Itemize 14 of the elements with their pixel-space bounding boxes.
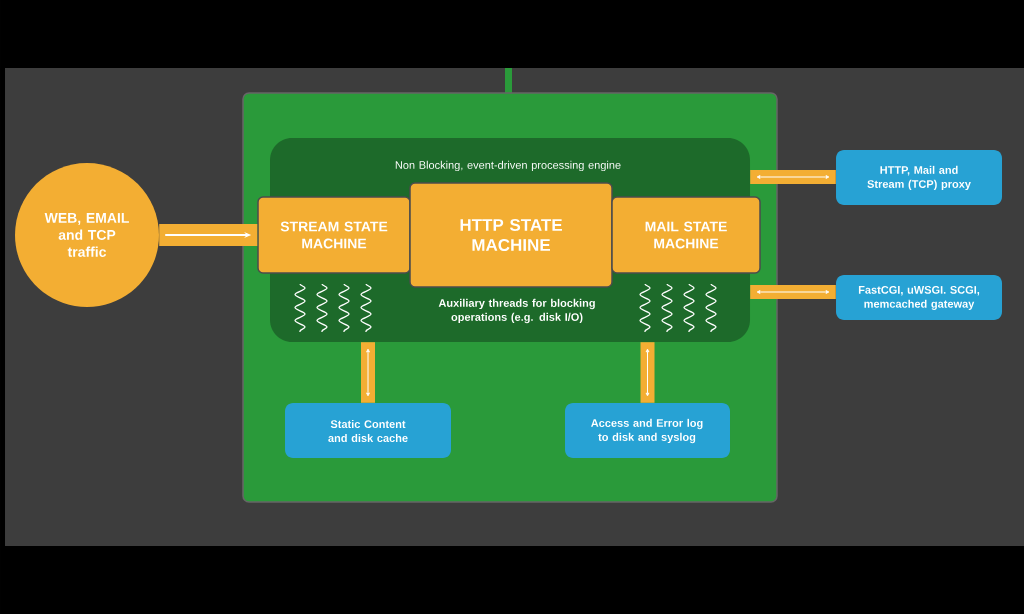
state-machine-box: HTTP STATE MACHINE [409, 182, 613, 288]
service-box: HTTP, Mail and Stream (TCP) proxy [836, 150, 1002, 205]
service-box: Static Content and disk cache [285, 403, 451, 458]
state-machine-box: STREAM STATE MACHINE [257, 196, 411, 274]
arrow [750, 285, 836, 299]
engine-note: Auxiliary threads for blocking operations (e.g. disk I/O) [438, 298, 595, 324]
service-box: FastCGI, uWSGI. SCGI, memcached gateway [836, 275, 1002, 320]
arrow [750, 170, 836, 184]
arrow [640, 342, 655, 403]
state-machine-box: MAIL STATE MACHINE [611, 196, 761, 274]
engine-heading: Non Blocking, event-driven processing engine [395, 160, 621, 172]
arrow [159, 224, 258, 246]
arrow [361, 342, 375, 403]
service-box: Access and Error log to disk and syslog [565, 403, 730, 458]
